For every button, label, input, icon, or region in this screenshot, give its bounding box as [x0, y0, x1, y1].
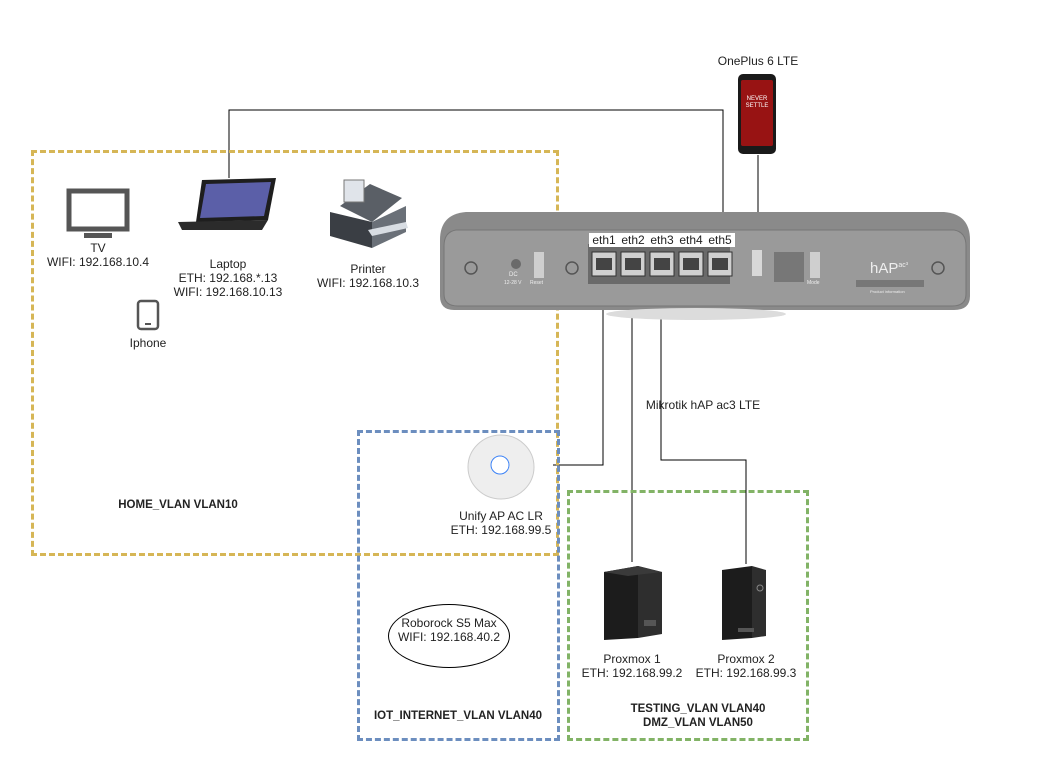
laptop-name: Laptop	[209, 257, 247, 271]
roborock-node	[388, 604, 510, 668]
tv-icon	[66, 188, 130, 238]
laptop-wifi: WIFI: 192.168.10.13	[173, 285, 283, 299]
ap-name: Unify AP AC LR	[459, 509, 543, 523]
zone-label-dmz: DMZ_VLAN VLAN50	[643, 717, 753, 729]
printer-name: Printer	[350, 262, 386, 276]
access-point-icon	[467, 434, 535, 500]
router-voltage-label: 12-28 V	[504, 280, 522, 286]
phone-screen-text: NEVER SETTLE	[745, 96, 769, 109]
port-label-eth2: eth2	[618, 233, 648, 247]
roborock-name: Roborock S5 Max	[401, 616, 497, 630]
zone-testing-vlan	[567, 490, 809, 741]
tv-ip: WIFI: 192.168.10.4	[46, 255, 150, 269]
zone-home-vlan	[31, 150, 559, 556]
printer-ip: WIFI: 192.168.10.3	[316, 276, 420, 290]
proxmox1-ip: ETH: 192.168.99.2	[581, 666, 683, 680]
port-label-eth1: eth1	[589, 233, 619, 247]
router-mode-label: Mode	[807, 280, 820, 286]
phone-image	[738, 74, 776, 154]
proxmox1-icon	[604, 566, 662, 640]
laptop-icon	[178, 178, 276, 230]
zone-iot-vlan	[357, 430, 560, 741]
proxmox2-name: Proxmox 2	[717, 652, 775, 666]
port-label-eth5: eth5	[705, 233, 735, 247]
tv-name: TV	[90, 241, 106, 255]
link-laptop-eth5	[228, 109, 724, 250]
zone-label-testing: TESTING_VLAN VLAN40	[630, 703, 766, 715]
router-brand-logo: hAPac³	[870, 257, 908, 278]
phone-label: OnePlus 6 LTE	[717, 54, 799, 68]
iphone-icon	[136, 299, 160, 331]
router-label: Mikrotik hAP ac3 LTE	[645, 398, 761, 412]
port-label-eth4: eth4	[676, 233, 706, 247]
roborock-ip: WIFI: 192.168.40.2	[397, 630, 501, 644]
router-reset-label: Reset	[530, 280, 544, 286]
proxmox1-name: Proxmox 1	[603, 652, 661, 666]
link-proxmox2-eth3	[660, 283, 747, 564]
router-dc-label: DC	[509, 272, 518, 278]
proxmox2-ip: ETH: 192.168.99.3	[695, 666, 797, 680]
printer-icon	[330, 179, 408, 248]
laptop-eth: ETH: 192.168.*.13	[178, 271, 278, 285]
zone-label-home: HOME_VLAN VLAN10	[118, 499, 238, 511]
router-brand-sup: ac³	[898, 262, 909, 269]
ap-ip: ETH: 192.168.99.5	[450, 523, 552, 537]
link-ap-eth1	[553, 283, 604, 466]
proxmox2-icon	[722, 566, 766, 640]
router-product-info-label: Product information	[870, 289, 905, 294]
router-brand-text: hAP	[870, 260, 899, 277]
port-label-eth3: eth3	[647, 233, 677, 247]
iphone-name: Iphone	[129, 336, 167, 350]
zone-label-iot: IOT_INTERNET_VLAN VLAN40	[373, 710, 543, 722]
router-image	[440, 212, 970, 320]
